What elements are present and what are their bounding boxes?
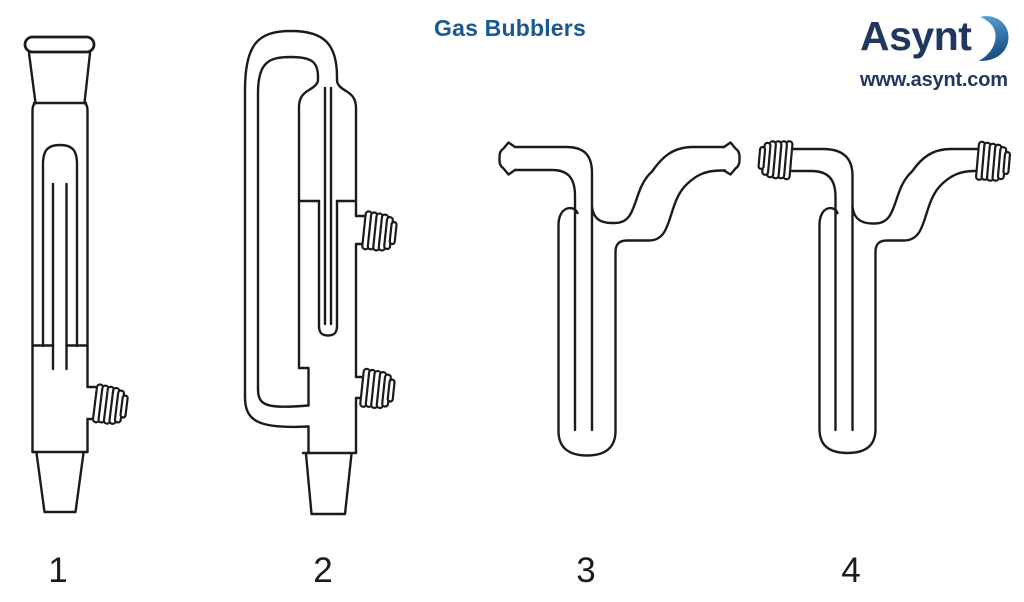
figure-label-4: 4	[841, 551, 861, 590]
hose-connector-icon	[358, 367, 397, 411]
loop-tube	[243, 29, 358, 429]
hose-barb-end	[498, 141, 517, 176]
hose-connector-icon	[360, 209, 399, 254]
inlet-arm	[513, 145, 594, 432]
cone-joint	[301, 451, 358, 516]
cone-joint	[31, 450, 89, 514]
page-title: Gas Bubblers	[434, 15, 586, 41]
bubbler-3-drawing	[498, 141, 741, 457]
chamber-body	[297, 199, 358, 455]
chamber-and-outlet	[557, 169, 727, 457]
hose-barb-end	[722, 141, 741, 176]
figure-label-2: 2	[313, 551, 333, 590]
asynt-logo: Asynt www.asynt.com	[860, 12, 1012, 92]
brand-name: Asynt	[860, 13, 972, 59]
hose-connector-icon	[91, 382, 131, 427]
inner-dip-tube	[317, 86, 339, 337]
asynt-swoosh-icon	[973, 14, 1011, 67]
outer-body	[31, 102, 89, 454]
inlet-arm	[789, 147, 854, 432]
chamber-and-outlet	[818, 169, 980, 455]
hose-connector-icon	[974, 140, 1013, 184]
bubbler-1-drawing	[23, 35, 131, 514]
outlet-upper-wall	[590, 145, 726, 225]
bubbler-4-drawing	[756, 137, 1013, 455]
website-url: www.asynt.com	[860, 69, 1008, 91]
socket-joint	[23, 35, 96, 105]
figure-label-1: 1	[48, 551, 68, 590]
inner-dip-tube	[31, 143, 89, 371]
hose-connector-icon	[756, 137, 794, 181]
figure-label-3: 3	[576, 551, 596, 590]
outlet-upper-wall	[851, 147, 979, 225]
bubbler-2-drawing	[243, 29, 399, 516]
